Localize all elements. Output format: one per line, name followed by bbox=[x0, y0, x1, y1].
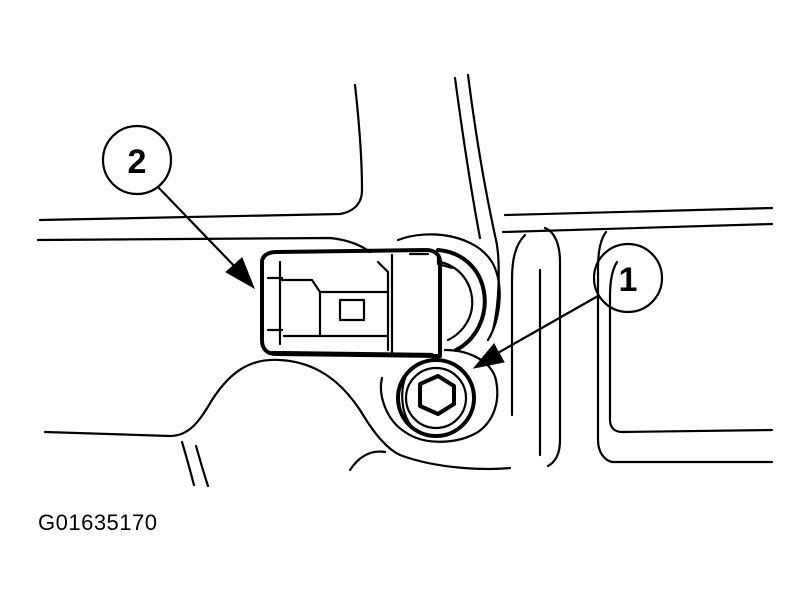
callout-1-arrowhead bbox=[472, 343, 505, 369]
sensor-bolt bbox=[396, 358, 476, 438]
callout-2-arrowhead bbox=[225, 257, 255, 290]
sensor-connector bbox=[260, 248, 454, 358]
callout-1-leader bbox=[494, 294, 600, 356]
callout-1: 1 bbox=[472, 242, 664, 369]
sensor-flange bbox=[396, 233, 501, 352]
callout-2-label: 2 bbox=[128, 143, 147, 181]
figure-id: G01635170 bbox=[38, 510, 158, 535]
callout-2-circle bbox=[101, 124, 173, 196]
callout-2-leader bbox=[156, 185, 242, 274]
engine-casting-outline bbox=[36, 73, 774, 488]
callout-2: 2 bbox=[101, 124, 255, 290]
callout-1-circle bbox=[592, 242, 664, 314]
callout-1-label: 1 bbox=[619, 261, 638, 299]
